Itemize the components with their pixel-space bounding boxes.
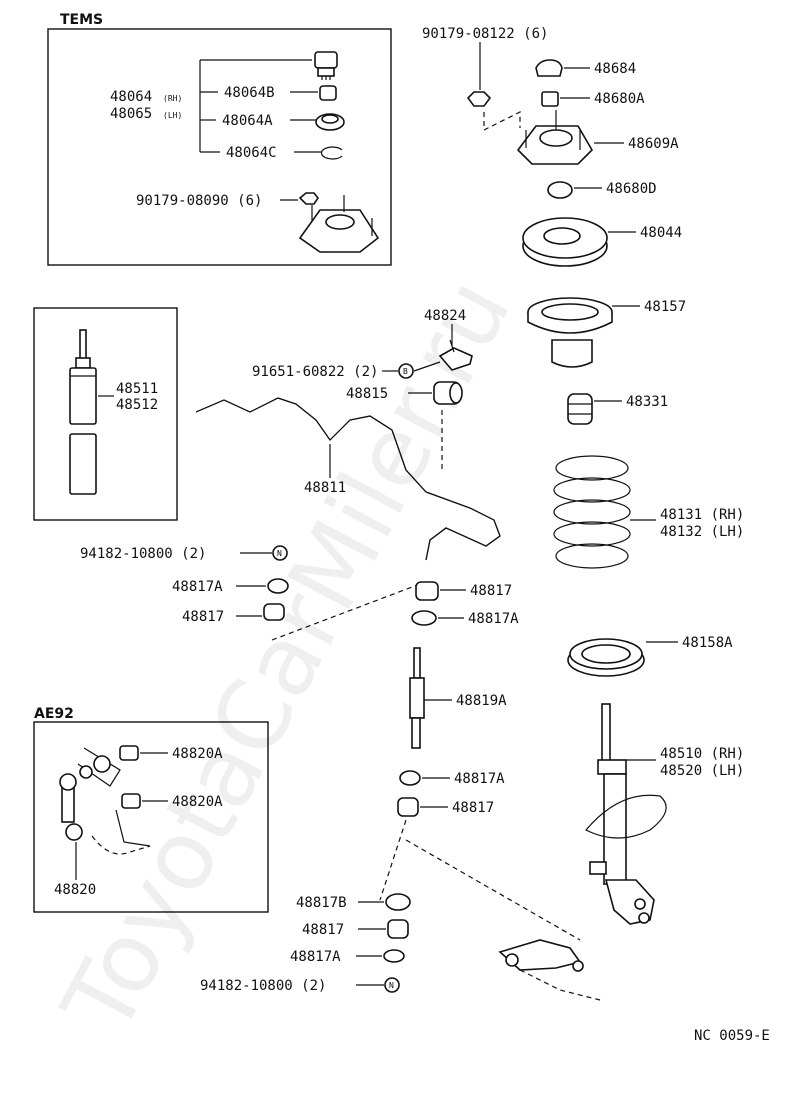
ae92-inset-box (33, 721, 269, 913)
label-48684: 48684 (594, 61, 636, 77)
label-48817a-c: 48817A (454, 771, 505, 787)
label-48817b: 48817B (296, 895, 347, 911)
part-48817a-mid-right (411, 610, 437, 626)
symbol-n1: N (277, 549, 282, 558)
label-48820: 48820 (54, 882, 96, 898)
part-48820a-upper (119, 745, 139, 761)
label-91651: 91651-60822 (2) (252, 364, 378, 380)
tems-48064a-part (315, 113, 345, 131)
tems-48064c-clip (320, 146, 343, 160)
label-48064c: 48064C (226, 145, 277, 161)
label-48820a-a: 48820A (172, 746, 223, 762)
part-48811-stabilizer-bar (195, 397, 501, 561)
part-lower-arm-fragment (498, 939, 601, 1001)
label-48817-d: 48817 (302, 922, 344, 938)
part-48817a-upper-left (267, 578, 289, 594)
label-48817-c: 48817 (452, 800, 494, 816)
part-48817-upper-left (263, 603, 285, 621)
label-48512: 48512 (116, 397, 158, 413)
part-48331-bumper (567, 393, 593, 425)
tems-48064b-part (319, 85, 337, 101)
label-90179-08122: 90179-08122 (6) (422, 26, 548, 42)
label-48064-rh: (RH) (163, 94, 182, 103)
label-48680d: 48680D (606, 181, 657, 197)
part-48817a-lower-top (399, 770, 421, 786)
part-48817b (385, 893, 411, 911)
label-48817-b: 48817 (470, 583, 512, 599)
label-48609a: 48609A (628, 136, 679, 152)
part-48158a-insulator (567, 638, 645, 677)
label-48817a-a: 48817A (172, 579, 223, 595)
tems-strut-mount (298, 195, 380, 253)
label-48819a: 48819A (456, 693, 507, 709)
part-48684-cap (535, 59, 563, 77)
label-48064b: 48064B (224, 85, 275, 101)
part-48680d-bearing (547, 181, 573, 199)
label-48815: 48815 (346, 386, 388, 402)
part-48680a-nut (541, 91, 559, 107)
label-48132: 48132 (LH) (660, 524, 744, 540)
label-48817a-d: 48817A (290, 949, 341, 965)
tems-actuator-part (314, 51, 338, 80)
label-48157: 48157 (644, 299, 686, 315)
label-94182-b: 94182-10800 (2) (200, 978, 326, 994)
part-48609a-support (516, 110, 594, 165)
part-48817-lower-bottom (387, 919, 409, 939)
label-48331: 48331 (626, 394, 668, 410)
diagram-code: NC 0059-E (694, 1028, 770, 1044)
label-48044: 48044 (640, 225, 682, 241)
part-48820a-lower (121, 793, 141, 809)
part-48817a-lower-bottom (383, 949, 405, 963)
part-coil-spring (553, 455, 631, 569)
ae92-link-assembly (59, 747, 151, 855)
part-strut-assembly (585, 703, 667, 925)
label-94182-a: 94182-10800 (2) (80, 546, 206, 562)
label-48158a: 48158A (682, 635, 733, 651)
tems-nut-part (298, 192, 319, 205)
part-shock-cartridge (69, 329, 97, 495)
label-48811: 48811 (304, 480, 346, 496)
part-48815-bushing (433, 381, 463, 405)
symbol-n2: N (389, 981, 394, 990)
part-48824-bracket (438, 339, 473, 371)
ae92-title: AE92 (34, 706, 74, 722)
label-48824: 48824 (424, 308, 466, 324)
part-48157-boot (527, 297, 613, 368)
label-48511: 48511 (116, 381, 158, 397)
label-48817-a: 48817 (182, 609, 224, 625)
label-48680a: 48680A (594, 91, 645, 107)
symbol-b: B (403, 367, 408, 376)
tems-inset-box (47, 28, 392, 266)
bolt-b-symbol: B (398, 363, 414, 379)
label-48064a: 48064A (222, 113, 273, 129)
cartridge-inset-box (33, 307, 178, 521)
nut-n-symbol-top: N (272, 545, 288, 561)
label-48131: 48131 (RH) (660, 507, 744, 523)
label-48817a-b: 48817A (468, 611, 519, 627)
part-48817-mid-right (415, 581, 439, 601)
part-48819a-link (409, 647, 425, 749)
tems-title: TEMS (60, 12, 103, 28)
label-48065-lh: (LH) (163, 111, 182, 120)
label-48820a-b: 48820A (172, 794, 223, 810)
part-48044-seat (522, 217, 608, 267)
label-48065: 48065 (110, 106, 152, 122)
nut-n-symbol-bottom: N (384, 977, 400, 993)
nut-90179-08122 (466, 91, 492, 107)
label-48510: 48510 (RH) (660, 746, 744, 762)
label-48520: 48520 (LH) (660, 763, 744, 779)
label-90179-08090: 90179-08090 (6) (136, 193, 262, 209)
part-48817-lower-top (397, 797, 419, 817)
label-48064: 48064 (110, 89, 152, 105)
